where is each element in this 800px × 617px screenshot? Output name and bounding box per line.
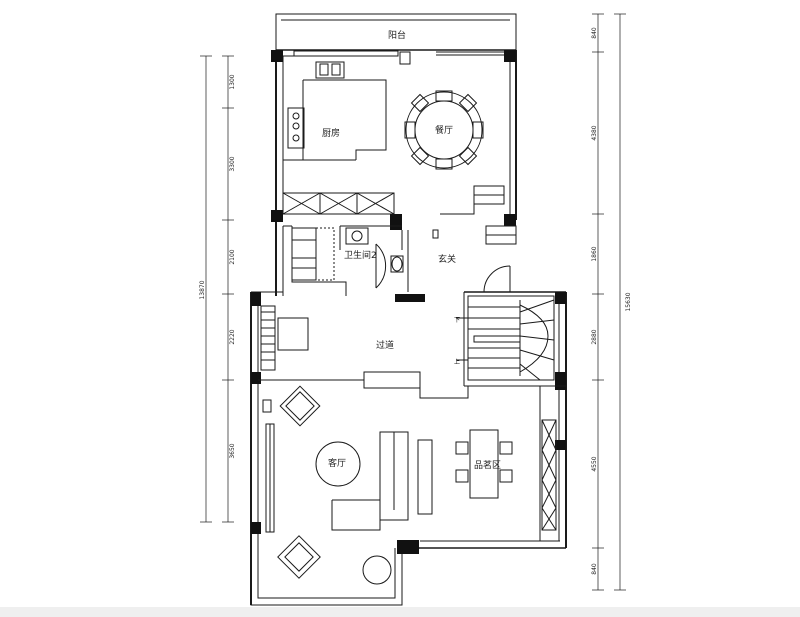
bathroom-2-walls bbox=[283, 225, 409, 296]
dining-sideboard bbox=[440, 185, 505, 215]
dining-table bbox=[404, 90, 484, 170]
label-foyer: 玄关 bbox=[438, 253, 456, 265]
label-corridor: 过道 bbox=[376, 339, 394, 351]
kitchen-counter bbox=[283, 55, 396, 161]
tea-table-set bbox=[455, 386, 557, 541]
label-tea-area: 品茗区 bbox=[474, 460, 501, 471]
staircase bbox=[456, 295, 555, 381]
dim-right-5: 4550 bbox=[591, 456, 598, 471]
corridor-cabinet bbox=[258, 305, 566, 399]
wall-columns bbox=[251, 50, 566, 554]
dim-left-1: 1300 bbox=[229, 74, 236, 89]
dim-right-3: 1860 bbox=[591, 246, 598, 261]
label-dining: 餐厅 bbox=[435, 124, 453, 136]
dim-right-1: 840 bbox=[591, 27, 598, 39]
dim-right-6: 840 bbox=[591, 563, 598, 575]
foyer-door bbox=[432, 225, 517, 386]
bathroom-2-fixtures bbox=[291, 227, 404, 289]
stair-down-label: 下 bbox=[454, 317, 460, 324]
kitchen-cabinet-row bbox=[282, 192, 395, 215]
dim-left-5: 3650 bbox=[229, 443, 236, 458]
dim-left-4: 2220 bbox=[229, 329, 236, 344]
dim-left-3: 2100 bbox=[229, 249, 236, 264]
dim-left-2: 3300 bbox=[229, 156, 236, 171]
dim-right-4: 2880 bbox=[591, 329, 598, 344]
dim-left-total: 13870 bbox=[199, 280, 206, 299]
bottom-margin-band bbox=[0, 607, 800, 617]
right-dimension-lines bbox=[592, 13, 626, 591]
label-bathroom-2: 卫生间2 bbox=[344, 249, 377, 261]
label-living-room: 客厅 bbox=[328, 457, 346, 469]
living-room-furniture bbox=[262, 385, 433, 585]
label-balcony: 阳台 bbox=[388, 29, 406, 41]
dim-right-total: 15630 bbox=[625, 292, 632, 311]
label-kitchen: 厨房 bbox=[322, 127, 340, 139]
dim-right-2: 4380 bbox=[591, 125, 598, 140]
left-dimension-lines bbox=[200, 55, 234, 523]
stair-up-label: 上 bbox=[454, 358, 460, 366]
